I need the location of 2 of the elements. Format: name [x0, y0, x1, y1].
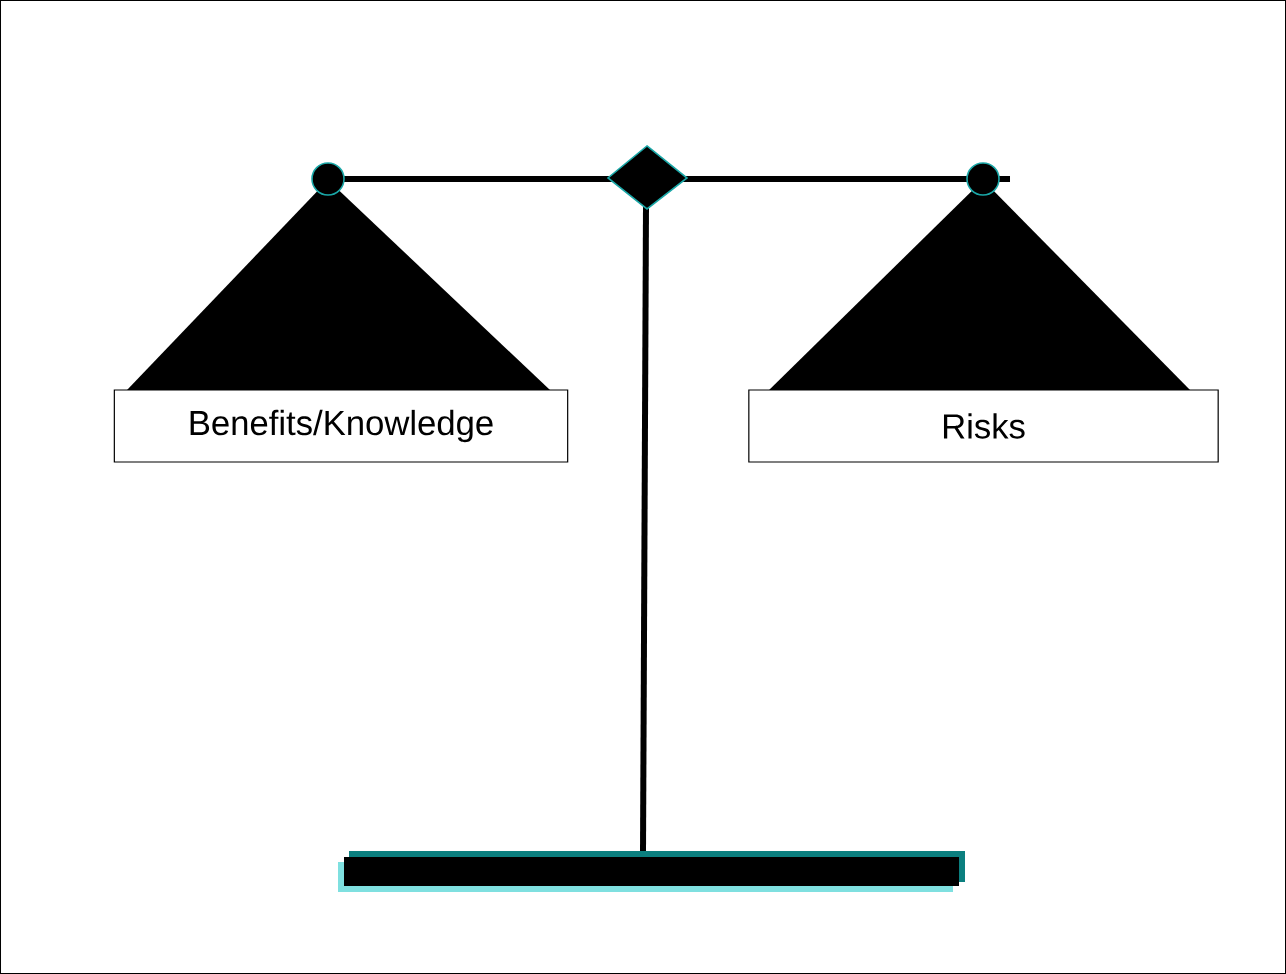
- label-box: Benefits/Knowledge: [113, 389, 569, 463]
- label-box: Risks: [748, 389, 1219, 463]
